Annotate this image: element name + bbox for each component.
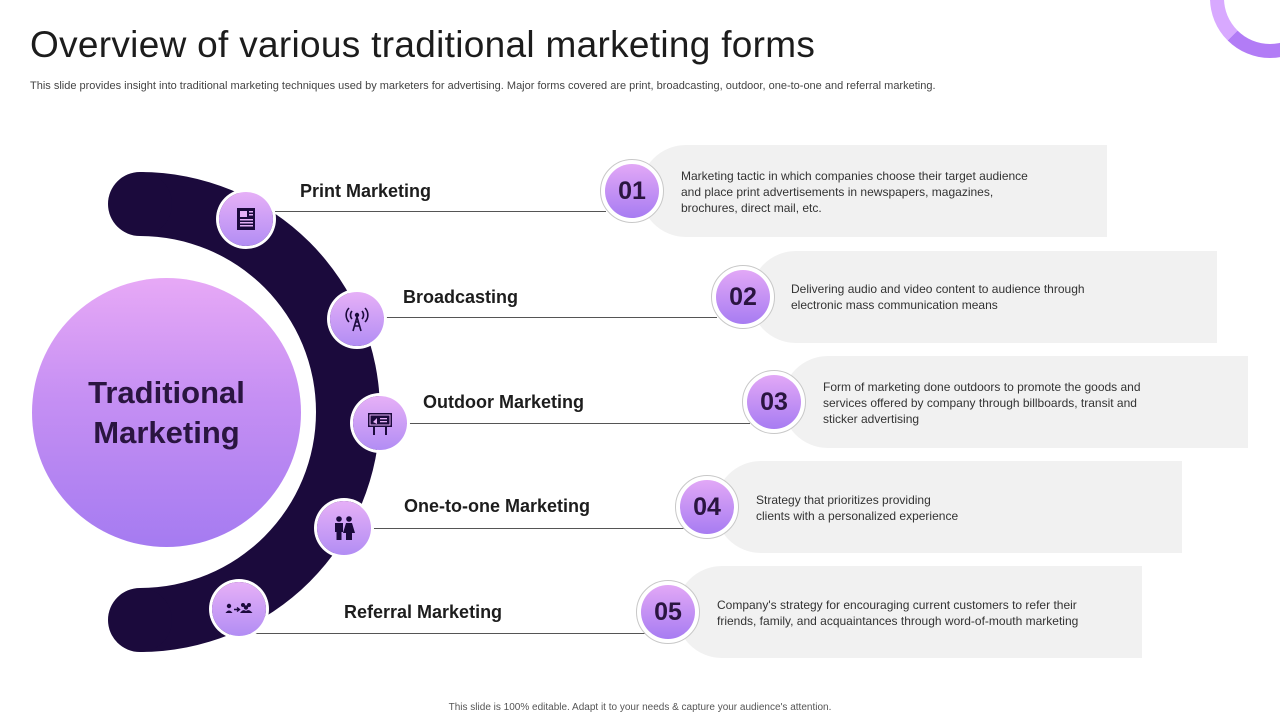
icon-badge-1	[219, 192, 273, 246]
connector-line-2	[357, 317, 717, 318]
item-label-outdoor-marketing: Outdoor Marketing	[423, 392, 584, 412]
number-badge-5: 05	[636, 580, 700, 644]
item-label-one-to-one-marketing: One-to-one Marketing	[404, 496, 591, 516]
item-label-broadcasting: Broadcasting	[403, 287, 519, 307]
description-text-5: Company's strategy for encouraging curre…	[717, 598, 1079, 628]
number-badge-1: 01	[600, 159, 664, 223]
couple-icon	[335, 516, 355, 540]
center-label: Traditional Marketing	[88, 374, 245, 450]
page-subtitle: This slide provides insight into traditi…	[30, 80, 936, 92]
number-badge-4: 04	[675, 475, 739, 539]
center-circle: Traditional Marketing	[32, 278, 301, 547]
connector-line-5	[240, 633, 646, 634]
number-badge-2: 02	[711, 265, 775, 329]
arc-cap-top	[108, 172, 172, 236]
description-pill-5	[676, 566, 1142, 658]
icon-badge-3	[353, 396, 407, 450]
description-pill-1	[640, 145, 1107, 237]
description-text-3: Form of marketing done outdoors to promo…	[823, 380, 1141, 426]
connector-line-3	[380, 423, 750, 424]
number-5: 05	[641, 585, 695, 639]
item-label-print-marketing: Print Marketing	[300, 181, 432, 201]
footer-note: This slide is 100% editable. Adapt it to…	[448, 702, 832, 713]
newspaper-icon	[237, 208, 255, 230]
icon-badge-2	[330, 292, 384, 346]
number-3: 03	[747, 375, 801, 429]
description-text-1: Marketing tactic in which companies choo…	[681, 169, 1028, 215]
number-badge-3: 03	[742, 370, 806, 434]
description-pill-2	[750, 251, 1217, 343]
connector-line-4	[344, 528, 684, 529]
connector-line-1	[246, 211, 606, 212]
description-pill-4	[715, 461, 1182, 553]
arc-cap-bottom	[108, 588, 172, 652]
icon-badge-5	[212, 582, 266, 636]
billboard-icon	[368, 413, 392, 435]
description-pill-3	[782, 356, 1248, 448]
number-2: 02	[716, 270, 770, 324]
item-label-referral-marketing: Referral Marketing	[344, 602, 503, 622]
icon-badge-4	[317, 501, 371, 555]
description-text-4: Strategy that prioritizes providing clie…	[756, 493, 959, 523]
description-text-2: Delivering audio and video content to au…	[791, 282, 1085, 312]
broadcast-tower-icon	[345, 307, 369, 332]
referral-people-icon	[225, 603, 253, 613]
number-4: 04	[680, 480, 734, 534]
page-title: Overview of various traditional marketin…	[30, 24, 816, 65]
number-1: 01	[605, 164, 659, 218]
